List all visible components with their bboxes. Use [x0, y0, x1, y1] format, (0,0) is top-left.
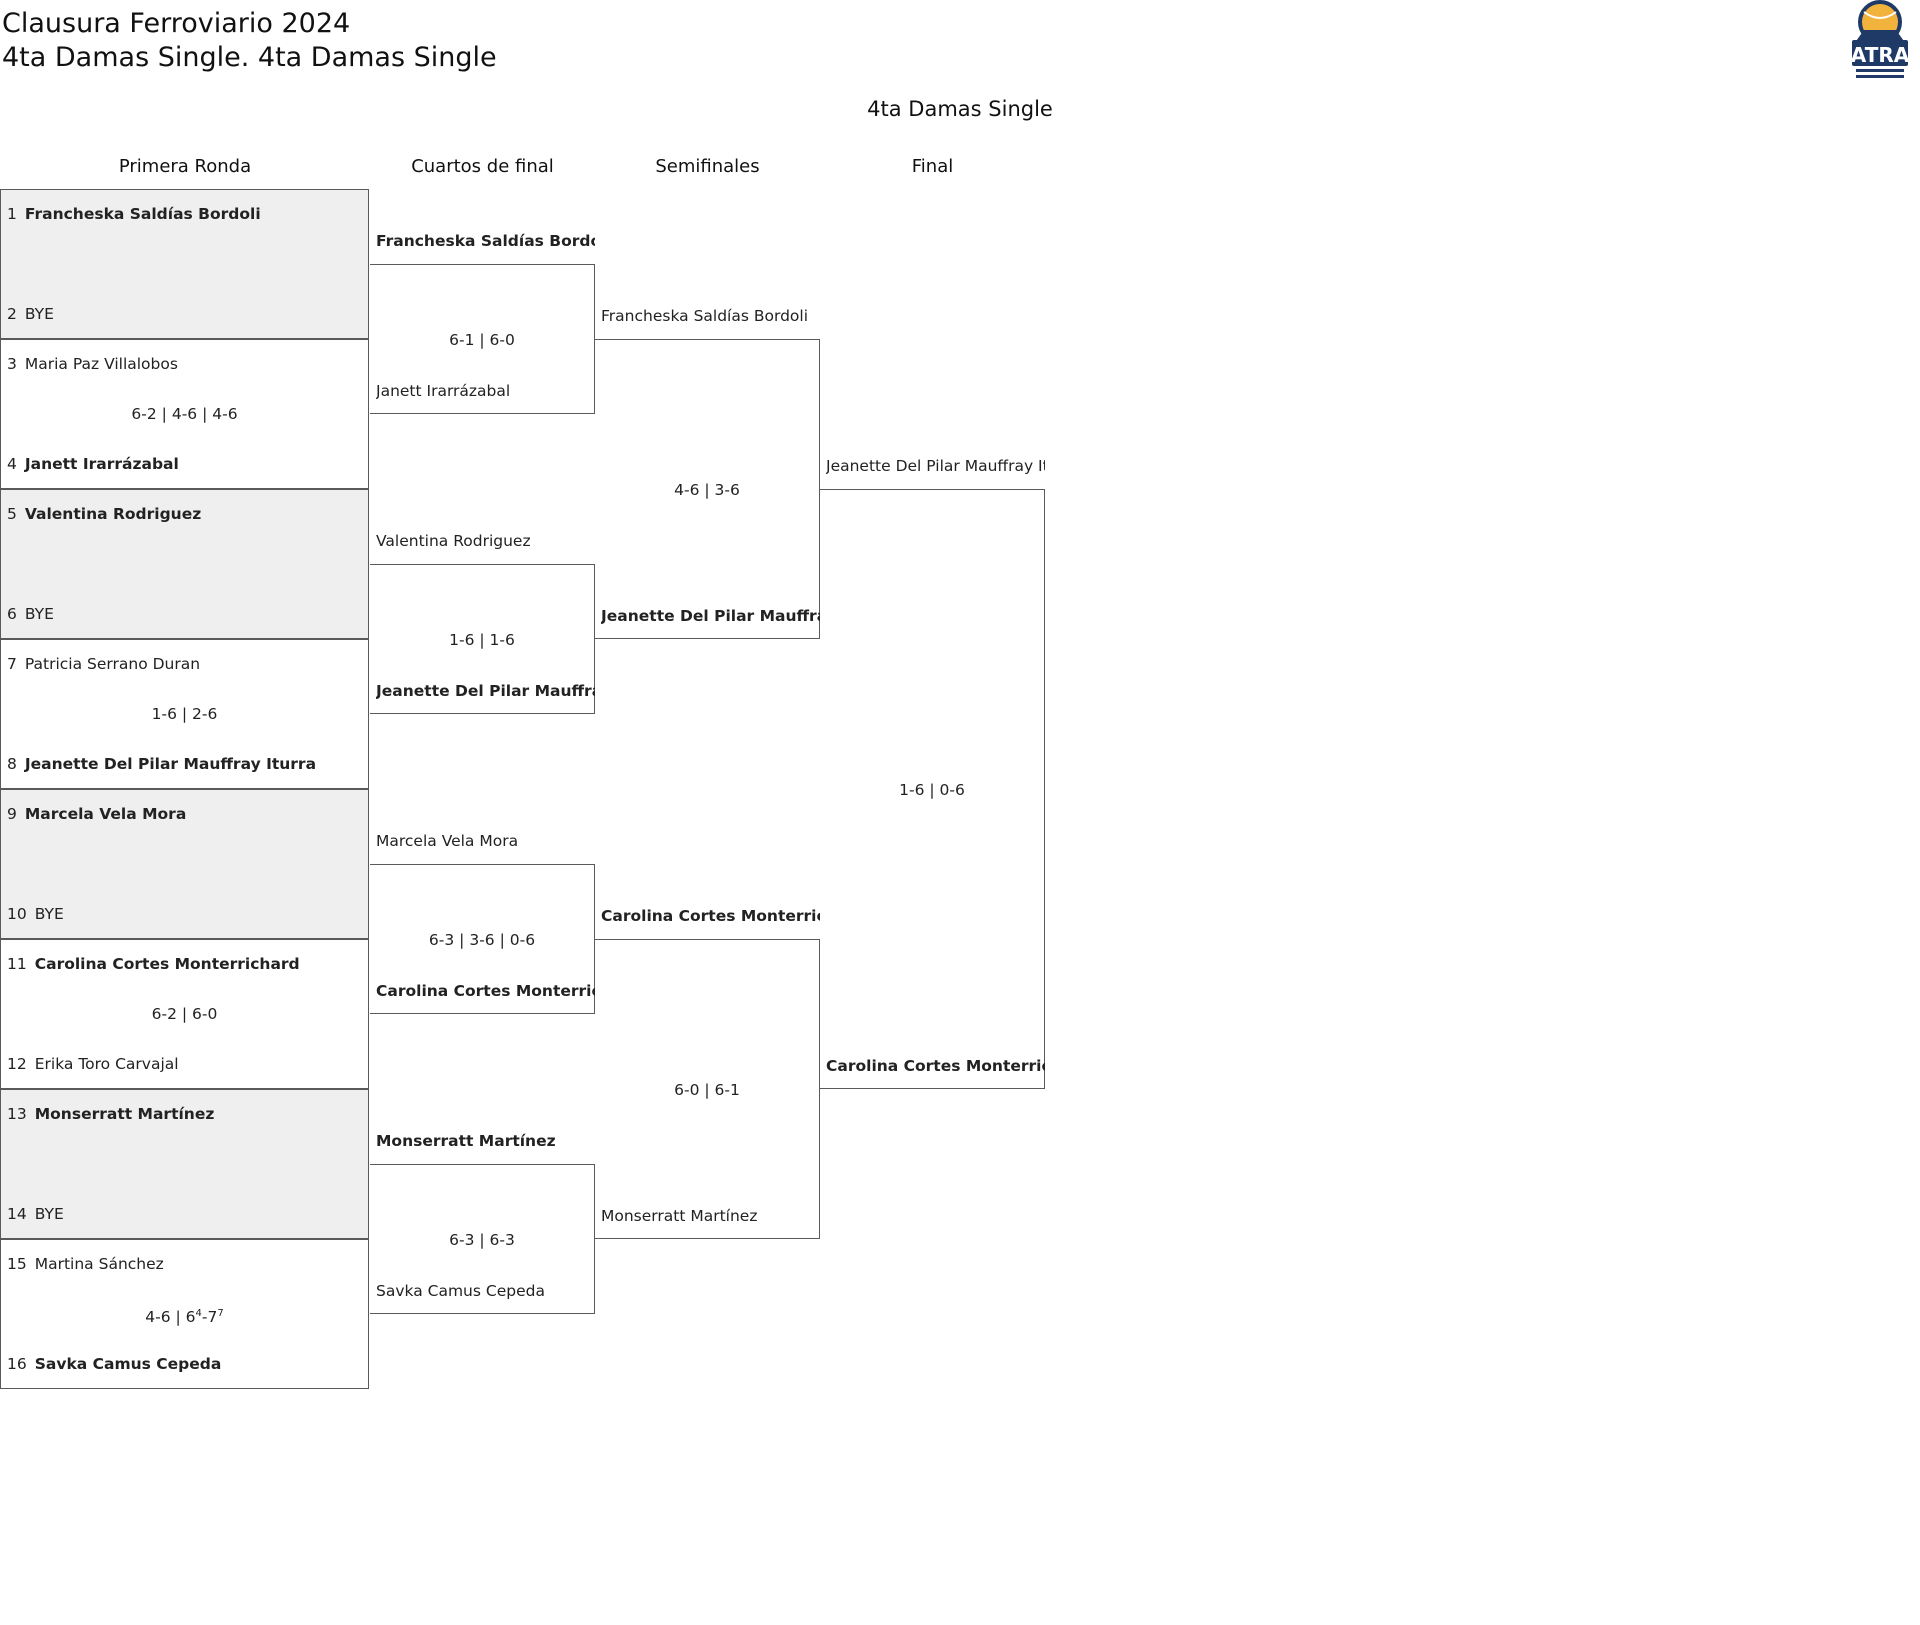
quarterfinal-match: 6-1 | 6-0	[370, 264, 595, 414]
seed-number: 9	[7, 805, 17, 823]
round-header-primera-ronda: Primera Ronda	[118, 156, 252, 177]
player-name[interactable]: Carolina Cortes Monterrichard	[376, 982, 595, 1000]
player-name[interactable]: Janett Irarrázabal	[376, 382, 511, 400]
quarterfinal-match: 6-3 | 3-6 | 0-6	[370, 864, 595, 1014]
round-header-cuartos: Cuartos de final	[411, 156, 554, 177]
seed-number: 7	[7, 655, 17, 673]
player-name[interactable]: Jeanette Del Pilar Mauffray Iturra	[601, 607, 820, 625]
first-round-match: 11 Carolina Cortes Monterrichard 12 Erika T…	[0, 939, 369, 1089]
final-match: 1-6 | 0-6	[820, 489, 1045, 1089]
player-name[interactable]: Francheska Saldías Bordoli	[376, 232, 595, 250]
player-name[interactable]: Valentina Rodriguez	[376, 532, 531, 550]
player-entry[interactable]: 9 Marcela Vela Mora	[7, 802, 368, 826]
player-name: Valentina Rodriguez	[24, 505, 202, 523]
player-entry[interactable]: 1 Francheska Saldías Bordoli	[7, 202, 368, 226]
quarterfinal-match: 6-3 | 6-3	[370, 1164, 595, 1314]
player-name: Francheska Saldías Bordoli	[24, 205, 261, 223]
seed-number: 12	[7, 1055, 27, 1073]
player-name[interactable]: Monserratt Martínez	[376, 1132, 556, 1150]
match-score: 6-1 | 6-0	[449, 331, 515, 349]
seed-number: 14	[7, 1205, 27, 1223]
player-name: Patricia Serrano Duran	[24, 655, 201, 673]
player-name: Savka Camus Cepeda	[34, 1355, 222, 1373]
first-round-match: 3 Maria Paz Villalobos 4 Janett Irarrázabal…	[0, 339, 369, 489]
seed-number: 8	[7, 755, 17, 773]
seed-number: 16	[7, 1355, 27, 1373]
player-name: BYE	[24, 605, 54, 623]
player-name: BYE	[34, 905, 64, 923]
match-score: 6-3 | 3-6 | 0-6	[428, 931, 536, 949]
player-entry[interactable]: 6 BYE	[7, 602, 368, 626]
player-entry[interactable]: 4 Janett Irarrázabal	[7, 452, 368, 476]
player-name[interactable]: Marcela Vela Mora	[376, 832, 519, 850]
seed-number: 10	[7, 905, 27, 923]
first-round-match: 5 Valentina Rodriguez 6 BYE	[0, 489, 369, 639]
player-entry[interactable]: 2 BYE	[7, 302, 368, 326]
player-name: Marcela Vela Mora	[24, 805, 187, 823]
match-score: 1-6 | 1-6	[449, 631, 515, 649]
match-score: 6-3 | 6-3	[449, 1231, 515, 1249]
player-name: Martina Sánchez	[34, 1255, 164, 1273]
match-score: 4-6 | 64-77	[145, 1308, 224, 1327]
seed-number: 5	[7, 505, 17, 523]
quarterfinal-match: 1-6 | 1-6	[370, 564, 595, 714]
seed-number: 3	[7, 355, 17, 373]
player-name: Erika Toro Carvajal	[34, 1055, 179, 1073]
seed-number: 13	[7, 1105, 27, 1123]
category-title: 4ta Damas Single. 4ta Damas Single	[2, 42, 497, 73]
match-score: 6-2 | 6-0	[151, 1005, 218, 1023]
player-name[interactable]: Carolina Cortes Monterrichard	[826, 1057, 1045, 1075]
first-round-match: 1 Francheska Saldías Bordoli 2 BYE	[0, 189, 369, 339]
player-name: Janett Irarrázabal	[24, 455, 179, 473]
player-name: Maria Paz Villalobos	[24, 355, 178, 373]
match-score: 6-0 | 6-1	[674, 1081, 740, 1099]
match-score: 6-2 | 4-6 | 4-6	[131, 405, 238, 423]
first-round-match: 13 Monserratt Martínez 14 BYE	[0, 1089, 369, 1239]
first-round-match: 9 Marcela Vela Mora 10 BYE	[0, 789, 369, 939]
player-name[interactable]: Jeanette Del Pilar Mauffray Iturra	[376, 682, 595, 700]
player-entry[interactable]: 14 BYE	[7, 1202, 368, 1226]
player-name[interactable]: Monserratt Martínez	[601, 1207, 758, 1225]
player-name: BYE	[34, 1205, 64, 1223]
seed-number: 2	[7, 305, 17, 323]
semifinal-match: 4-6 | 3-6	[595, 339, 820, 639]
player-entry[interactable]: 7 Patricia Serrano Duran	[7, 652, 368, 676]
player-name: BYE	[24, 305, 54, 323]
player-entry[interactable]: 5 Valentina Rodriguez	[7, 502, 368, 526]
player-name: Jeanette Del Pilar Mauffray Iturra	[24, 755, 317, 773]
match-score: 1-6 | 0-6	[899, 781, 965, 799]
player-entry[interactable]: 16 Savka Camus Cepeda	[7, 1352, 368, 1376]
player-name: Carolina Cortes Monterrichard	[34, 955, 300, 973]
seed-number: 15	[7, 1255, 27, 1273]
logo-text: ATRA	[1851, 43, 1910, 67]
player-entry[interactable]: 3 Maria Paz Villalobos	[7, 352, 368, 376]
player-name: Monserratt Martínez	[34, 1105, 215, 1123]
player-entry[interactable]: 15 Martina Sánchez	[7, 1252, 368, 1276]
seed-number: 6	[7, 605, 17, 623]
player-name[interactable]: Jeanette Del Pilar Mauffray Iturra	[826, 457, 1045, 475]
seed-number: 1	[7, 205, 17, 223]
player-entry[interactable]: 8 Jeanette Del Pilar Mauffray Iturra	[7, 752, 368, 776]
player-entry[interactable]: 10 BYE	[7, 902, 368, 926]
seed-number: 11	[7, 955, 27, 973]
player-name[interactable]: Savka Camus Cepeda	[376, 1282, 545, 1300]
seed-number: 4	[7, 455, 17, 473]
player-entry[interactable]: 13 Monserratt Martínez	[7, 1102, 368, 1126]
first-round-match: 7 Patricia Serrano Duran 8 Jeanette Del Pil…	[0, 639, 369, 789]
player-entry[interactable]: 11 Carolina Cortes Monterrichard	[7, 952, 368, 976]
round-header-semifinales: Semifinales	[655, 156, 760, 177]
bracket-title: 4ta Damas Single	[867, 97, 1053, 121]
match-score: 1-6 | 2-6	[151, 705, 218, 723]
player-entry[interactable]: 12 Erika Toro Carvajal	[7, 1052, 368, 1076]
first-round-match: 15 Martina Sánchez 16 Savka Camus Cepeda 4-6…	[0, 1239, 369, 1389]
player-name[interactable]: Francheska Saldías Bordoli	[601, 307, 809, 325]
tournament-title: Clausura Ferroviario 2024	[2, 8, 351, 39]
match-score: 4-6 | 3-6	[674, 481, 740, 499]
semifinal-match: 6-0 | 6-1	[595, 939, 820, 1239]
player-name[interactable]: Carolina Cortes Monterrichard	[601, 907, 820, 925]
round-header-final: Final	[911, 156, 954, 177]
atra-logo: ATRA	[1851, 0, 1910, 78]
